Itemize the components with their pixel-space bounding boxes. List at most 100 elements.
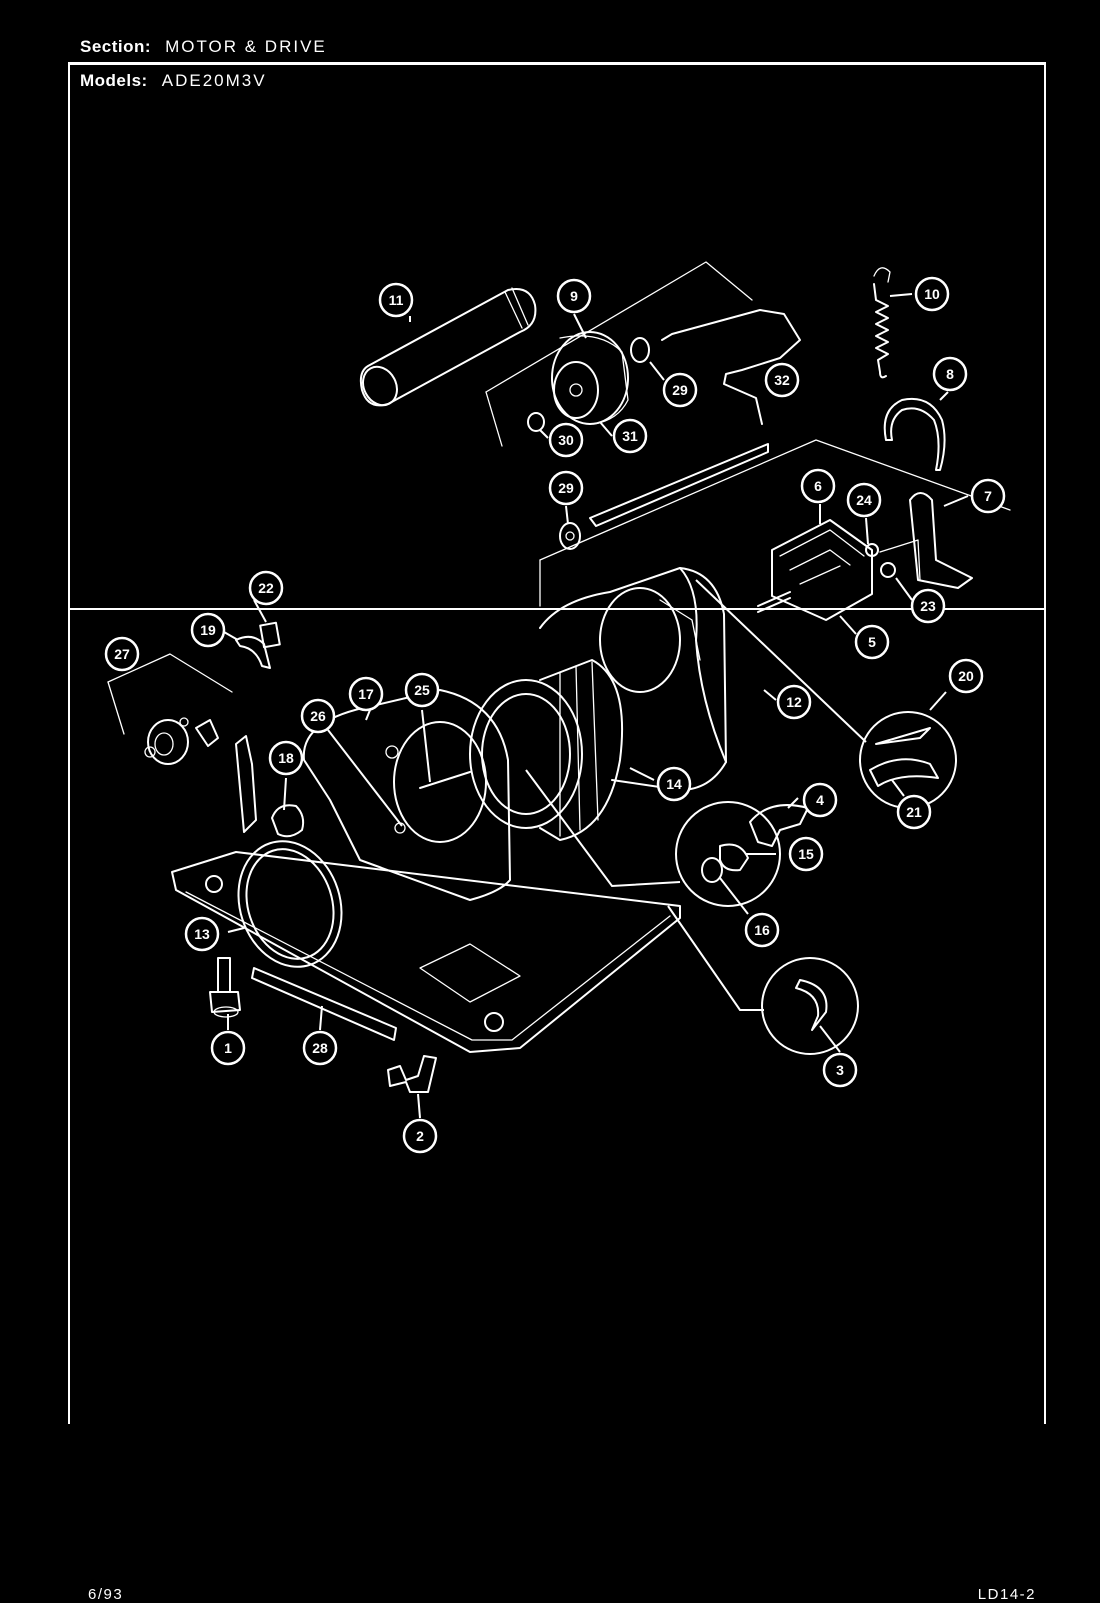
callout-3: 3 [822, 1052, 858, 1088]
callout-15: 15 [788, 836, 824, 872]
callout-24: 24 [846, 482, 882, 518]
washer-29-lower-hole [565, 531, 575, 541]
thermostat-part [235, 735, 305, 838]
svg-text:16: 16 [754, 922, 770, 938]
callout-26: 26 [300, 698, 336, 734]
callout-20: 20 [948, 658, 984, 694]
callout-23: 23 [910, 588, 946, 624]
svg-text:15: 15 [798, 846, 814, 862]
svg-text:20: 20 [958, 668, 974, 684]
svg-text:27: 27 [114, 646, 130, 662]
blower-housing-part [539, 567, 727, 791]
bushing-25-shaft [419, 771, 471, 789]
callout-12: 12 [776, 684, 812, 720]
models-value: ADE20M3V [161, 71, 267, 90]
svg-text:24: 24 [856, 492, 872, 508]
callout-17: 17 [348, 676, 384, 712]
svg-text:22: 22 [258, 580, 274, 596]
callout-13: 13 [184, 916, 220, 952]
washer-29-upper [630, 337, 650, 363]
callout-25: 25 [404, 672, 440, 708]
svg-text:11: 11 [389, 292, 404, 308]
screw-23-part [880, 562, 896, 578]
svg-text:8: 8 [946, 366, 954, 382]
svg-text:26: 26 [310, 708, 326, 724]
base-plane-lines [539, 439, 1011, 607]
callout-31: 31 [612, 418, 648, 454]
exploded-parts-diagram: 1 2 3 4 5 6 7 8 9 10 11 12 13 14 15 16 1… [104, 261, 1011, 1154]
section-value: MOTOR & DRIVE [165, 37, 327, 56]
svg-text:6: 6 [814, 478, 822, 494]
svg-text:12: 12 [786, 694, 802, 710]
svg-text:25: 25 [414, 682, 430, 698]
models-heading: Models: ADE20M3V [80, 71, 267, 91]
callout-29-upper: 29 [662, 372, 698, 408]
callout-2: 2 [402, 1118, 438, 1154]
belt-strip-part [251, 967, 397, 1041]
motor-mount-part [879, 492, 973, 589]
callout-5: 5 [854, 624, 890, 660]
clip-19-part [235, 635, 271, 669]
svg-text:9: 9 [570, 288, 578, 304]
washer-29-lower [559, 522, 581, 550]
svg-text:23: 23 [920, 598, 936, 614]
callout-1: 1 [210, 1030, 246, 1066]
svg-text:2: 2 [416, 1128, 424, 1144]
callout-22: 22 [248, 570, 284, 606]
svg-text:14: 14 [666, 776, 682, 792]
svg-text:4: 4 [816, 792, 824, 808]
callout-14: 14 [656, 766, 692, 802]
svg-text:18: 18 [278, 750, 294, 766]
callout-10: 10 [914, 276, 950, 312]
svg-text:1: 1 [224, 1040, 232, 1056]
detail-circle-20-21 [695, 579, 957, 809]
footer-page-code: LD14-2 [977, 1586, 1036, 1603]
svg-text:28: 28 [312, 1040, 328, 1056]
detail-circle-15-16 [525, 769, 781, 907]
svg-text:5: 5 [868, 634, 876, 650]
clip-2-part [387, 1055, 437, 1093]
callout-7: 7 [970, 478, 1006, 514]
callout-8: 8 [932, 356, 968, 392]
svg-text:32: 32 [774, 372, 790, 388]
callout-30: 30 [548, 422, 584, 458]
clip-30-part [527, 412, 545, 432]
callout-11: 11 [378, 282, 414, 318]
leader-26 [327, 729, 403, 827]
callout-29-lower: 29 [548, 470, 584, 506]
callout-9: 9 [556, 278, 592, 314]
callout-16: 16 [744, 912, 780, 948]
callout-4: 4 [802, 782, 838, 818]
callout-21: 21 [896, 794, 932, 830]
footer-date: 6/93 [88, 1586, 124, 1603]
models-label: Models: [80, 71, 148, 90]
detail-circle-3 [667, 905, 859, 1055]
section-heading: Section: MOTOR & DRIVE [80, 37, 327, 57]
svg-text:10: 10 [924, 286, 940, 302]
bracket-9-lines [485, 261, 753, 447]
callout-18: 18 [268, 740, 304, 776]
idler-part [107, 653, 233, 765]
callout-28: 28 [302, 1030, 338, 1066]
callout-32: 32 [764, 362, 800, 398]
svg-text:13: 13 [194, 926, 210, 942]
section-label: Section: [80, 37, 152, 56]
block-22-part [259, 621, 281, 649]
callout-19: 19 [190, 612, 226, 648]
leveling-leg-part [209, 957, 241, 1018]
pulley-part [551, 331, 629, 425]
svg-text:29: 29 [672, 382, 688, 398]
svg-text:19: 19 [200, 622, 216, 638]
callout-27: 27 [104, 636, 140, 672]
svg-text:21: 21 [906, 804, 922, 820]
callout-6: 6 [800, 468, 836, 504]
svg-text:3: 3 [836, 1062, 844, 1078]
leader-lines [223, 293, 969, 1119]
tube-part [359, 287, 537, 407]
svg-text:31: 31 [622, 428, 638, 444]
svg-text:30: 30 [558, 432, 574, 448]
ring-13-part [237, 840, 343, 968]
svg-text:17: 17 [358, 686, 374, 702]
frame-overlay [68, 63, 1046, 1424]
svg-text:29: 29 [558, 480, 574, 496]
